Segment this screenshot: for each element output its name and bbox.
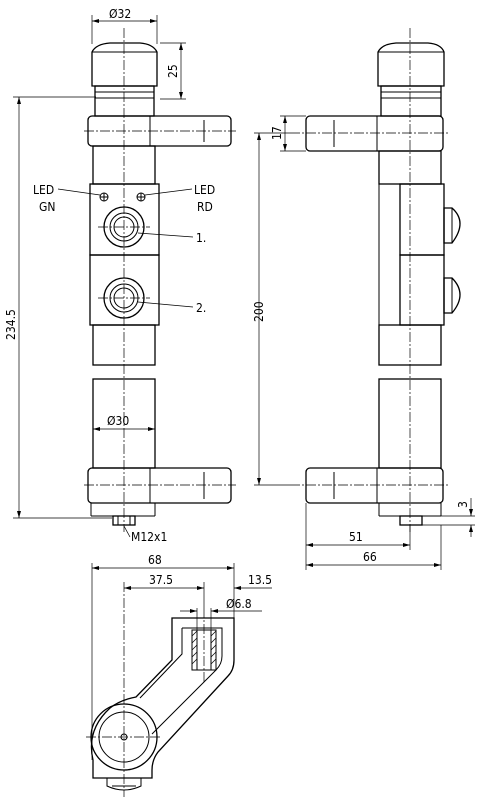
dim-overall-length: 66: [363, 550, 377, 564]
dim-hole-distance: 37.5: [149, 573, 173, 587]
callout-2: 2.: [196, 301, 206, 315]
front-neck: [94, 85, 155, 117]
side-cap: [377, 42, 445, 87]
callout-1: 1.: [196, 231, 206, 245]
side-button-module: [399, 254, 445, 326]
top-view: 68 37.5 13.5 Ø6.8: [86, 553, 272, 797]
front-button-module: [89, 254, 160, 326]
side-led-module: [399, 183, 445, 256]
side-view: 17 200 3 51 66: [252, 28, 475, 570]
led-left-label-line1: LED: [33, 183, 54, 197]
dim-diameter-top: Ø32: [109, 7, 131, 21]
led-right-label-line1: LED: [194, 183, 215, 197]
dim-hole-diameter: Ø6.8: [226, 597, 252, 611]
front-view: Ø32 25 234.5 LED GN LED RD 1. 2. Ø30: [4, 7, 236, 544]
thread-label: M12x1: [131, 530, 167, 544]
front-cap: [91, 42, 158, 87]
top-outer-contour: [90, 617, 235, 779]
top-hole-hatching: [191, 630, 217, 665]
dim-connector-offset: 3: [456, 501, 470, 508]
front-bottom-arm: [87, 467, 232, 504]
dim-diameter-body: Ø30: [107, 414, 129, 428]
dim-edge-distance: 13.5: [248, 573, 272, 587]
side-bottom-arm: [305, 467, 444, 504]
dim-cap-height: 25: [166, 64, 180, 78]
dim-arm-spacing: 200: [252, 301, 266, 322]
led-right-label-line2: RD: [197, 200, 213, 214]
dim-arm-length: 51: [349, 530, 363, 544]
side-connector: [399, 515, 423, 526]
led-left-label-line2: GN: [39, 200, 55, 214]
dim-overall-width: 68: [148, 553, 162, 567]
side-top-arm: [305, 115, 444, 152]
side-neck: [380, 85, 442, 117]
dim-total-height: 234.5: [4, 309, 18, 340]
